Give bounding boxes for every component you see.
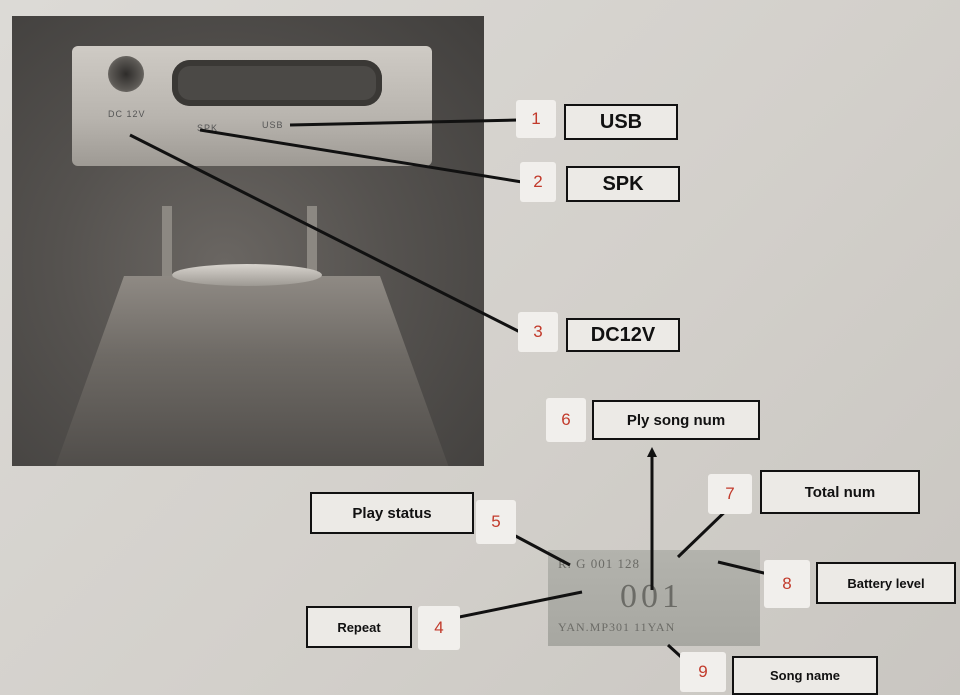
lcd-display: R. G 001 128 001 YAN.MP301 11YAN bbox=[548, 550, 760, 646]
callout-number-battery-level: 8 bbox=[764, 560, 810, 608]
lcd-status-line: R. G 001 128 bbox=[558, 556, 641, 571]
speaker-back-photo: DC 12V SPK USB bbox=[12, 16, 484, 466]
usb-port bbox=[172, 60, 382, 106]
bracket-post-right bbox=[307, 206, 317, 276]
port-label-spk: SPK bbox=[197, 123, 219, 133]
callout-number-song-name: 9 bbox=[680, 652, 726, 692]
callout-number-spk: 2 bbox=[520, 162, 556, 202]
callout-label-song-name: Song name bbox=[732, 656, 878, 695]
leader-line-play-status bbox=[507, 530, 571, 567]
callout-label-repeat: Repeat bbox=[306, 606, 412, 648]
callout-number-ply-song-num: 6 bbox=[546, 398, 586, 442]
leader-line-usb bbox=[289, 118, 519, 127]
leader-line-dc12v bbox=[129, 133, 523, 335]
port-label-usb: USB bbox=[262, 120, 284, 130]
speaker-cone bbox=[52, 276, 452, 466]
port-label-dc: DC 12V bbox=[108, 109, 146, 119]
lcd-song-name: YAN.MP301 11YAN bbox=[558, 620, 676, 634]
lcd-track-number: 001 bbox=[620, 578, 683, 615]
leader-line-battery-level bbox=[717, 560, 769, 576]
callout-label-spk: SPK bbox=[566, 166, 680, 202]
callout-number-usb: 1 bbox=[516, 100, 556, 138]
callout-number-total-num: 7 bbox=[708, 474, 752, 514]
callout-label-ply-song-num: Ply song num bbox=[592, 400, 760, 440]
callout-label-usb: USB bbox=[564, 104, 678, 140]
dc-jack bbox=[108, 56, 144, 92]
bracket-post-left bbox=[162, 206, 172, 276]
callout-number-dc12v: 3 bbox=[518, 312, 558, 352]
callout-number-repeat: 4 bbox=[418, 606, 460, 650]
callout-label-play-status: Play status bbox=[310, 492, 474, 534]
callout-number-play-status: 5 bbox=[476, 500, 516, 544]
callout-label-total-num: Total num bbox=[760, 470, 920, 514]
callout-label-battery-level: Battery level bbox=[816, 562, 956, 604]
callout-label-dc12v: DC12V bbox=[566, 318, 680, 352]
cone-ring bbox=[172, 264, 322, 286]
leader-line-spk bbox=[199, 128, 523, 184]
